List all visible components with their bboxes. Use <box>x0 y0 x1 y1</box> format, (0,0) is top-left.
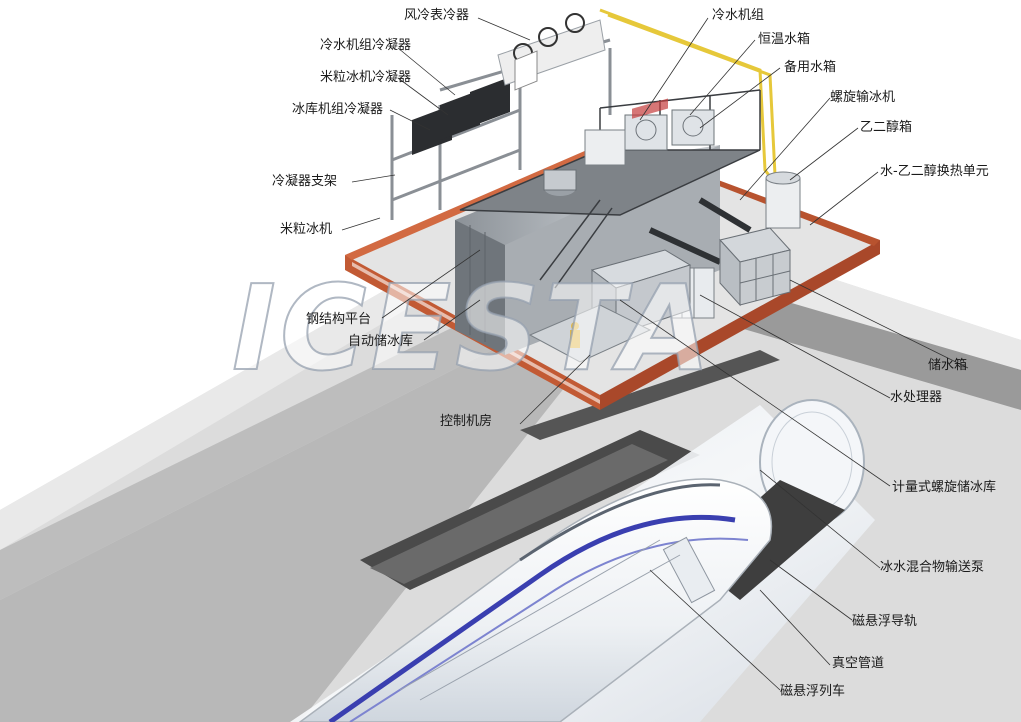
label-chiller-condenser: 冷水机组冷凝器 <box>320 38 412 53</box>
label-air-cooled-condenser: 风冷表冷器 <box>404 8 470 23</box>
label-chiller: 冷水机组 <box>712 8 765 23</box>
condensers <box>412 13 606 155</box>
label-screw-conveyor: 螺旋输冰机 <box>830 90 896 105</box>
storage-tank-shape <box>719 227 791 307</box>
label-metering-ice-store: 计量式螺旋储冰库 <box>892 480 997 495</box>
label-constant-temp-tank: 恒温水箱 <box>758 32 811 47</box>
label-steel-platform: 钢结构平台 <box>306 312 372 327</box>
watermark-logo: ICESTA <box>231 259 715 397</box>
label-auto-ice-store: 自动储冰库 <box>348 334 414 349</box>
flake-ice-machine-shape <box>543 169 577 196</box>
label-water-treatment: 水处理器 <box>890 390 943 405</box>
label-flake-ice-machine: 米粒冰机 <box>280 222 333 237</box>
water-tanks <box>584 109 715 166</box>
control-room-shape <box>528 304 652 363</box>
label-backup-tank: 备用水箱 <box>784 60 837 75</box>
label-vacuum-tube: 真空管道 <box>832 656 885 671</box>
label-glycol-tank: 乙二醇箱 <box>860 120 913 135</box>
label-cold-store-condenser: 冰库机组冷凝器 <box>292 102 384 117</box>
label-maglev-train: 磁悬浮列车 <box>780 684 846 699</box>
maglev-train-shape <box>298 478 773 722</box>
label-maglev-guideway: 磁悬浮导轨 <box>852 614 918 629</box>
label-control-room: 控制机房 <box>440 414 493 429</box>
label-flake-ice-condenser: 米粒冰机冷凝器 <box>320 70 412 85</box>
label-storage-tank: 储水箱 <box>928 358 968 373</box>
label-condenser-frame: 冷凝器支架 <box>272 174 338 189</box>
screw-conveyor-shape <box>648 197 752 265</box>
label-slurry-pump: 冰水混合物输送泵 <box>880 560 985 575</box>
label-heat-exchange-unit: 水-乙二醇换热单元 <box>880 164 989 179</box>
glycol-tank-shape <box>765 171 801 229</box>
